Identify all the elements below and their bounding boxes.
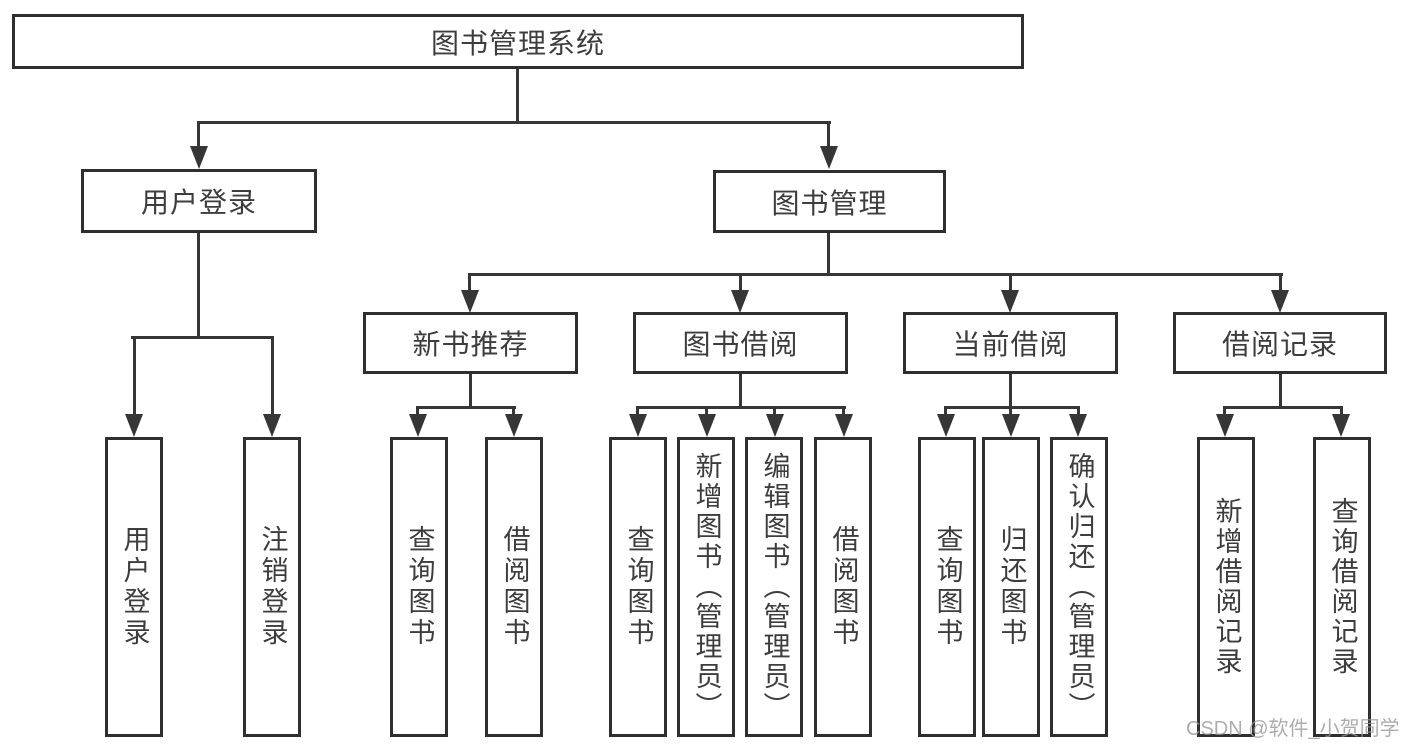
node-new-book-recommend: 新书推荐 xyxy=(363,312,578,374)
leaf-label: 编辑图书（管理员） xyxy=(759,452,790,722)
arrowhead-down xyxy=(629,414,647,437)
connector-line xyxy=(1279,273,1282,293)
leaf-label: 确认归还（管理员） xyxy=(1064,452,1095,722)
csdn-watermark: CSDN @软件_小贺同学 xyxy=(1186,718,1400,740)
leaf-confirm-return-admin: 确认归还（管理员） xyxy=(1050,437,1108,737)
connector-line xyxy=(739,374,742,409)
node-label: 图书管理系统 xyxy=(430,27,605,59)
node-user-login: 用户登录 xyxy=(81,169,317,233)
node-label: 图书管理 xyxy=(771,187,888,219)
connector-line xyxy=(197,232,200,339)
node-label: 图书借阅 xyxy=(682,329,799,360)
arrowhead-down xyxy=(1216,414,1234,437)
connector-line xyxy=(739,273,742,293)
connector-line xyxy=(1009,374,1012,409)
connector-line xyxy=(705,406,708,418)
connector-line xyxy=(827,233,830,276)
arrowhead-down xyxy=(1002,414,1020,437)
leaf-add-book-admin: 新增图书（管理员） xyxy=(677,437,735,737)
connector-line xyxy=(516,68,519,124)
connector-line xyxy=(271,336,274,418)
connector-line xyxy=(512,406,515,418)
leaf-query-borrow-record: 查询借阅记录 xyxy=(1313,437,1371,737)
connector-line xyxy=(945,406,1080,409)
connector-line xyxy=(133,336,136,418)
node-label: 借阅记录 xyxy=(1221,329,1338,360)
leaf-logout: 注销登录 xyxy=(243,437,301,737)
leaf-label: 归还图书 xyxy=(996,525,1027,649)
leaf-label: 用户登录 xyxy=(119,525,150,649)
arrowhead-down xyxy=(1069,414,1087,437)
connector-line xyxy=(1340,406,1343,418)
node-root-library-system: 图书管理系统 xyxy=(12,14,1024,69)
arrowhead-down xyxy=(766,414,784,437)
node-label: 用户登录 xyxy=(140,187,257,218)
leaf-label: 查询图书 xyxy=(404,525,435,649)
connector-line xyxy=(944,406,947,418)
connector-line xyxy=(197,121,200,150)
connector-line xyxy=(636,406,846,409)
connector-line xyxy=(416,406,419,418)
arrowhead-down xyxy=(731,290,749,313)
leaf-return-books: 归还图书 xyxy=(982,437,1040,737)
node-book-borrow: 图书借阅 xyxy=(633,312,848,374)
arrowhead-down xyxy=(190,146,208,169)
node-current-borrow: 当前借阅 xyxy=(903,312,1118,374)
leaf-borrow-books-recommend: 借阅图书 xyxy=(485,437,543,737)
connector-line xyxy=(636,406,639,418)
node-label: 当前借阅 xyxy=(952,329,1069,360)
node-label: 新书推荐 xyxy=(412,329,529,360)
arrowhead-down xyxy=(409,414,427,437)
connector-line xyxy=(469,374,472,409)
connector-line xyxy=(131,336,274,339)
arrowhead-down xyxy=(1332,414,1350,437)
connector-line xyxy=(197,121,831,124)
connector-line xyxy=(1009,273,1012,293)
leaf-label: 借阅图书 xyxy=(499,525,530,649)
arrowhead-down xyxy=(263,414,281,437)
connector-line xyxy=(842,406,845,418)
leaf-query-books-recommend: 查询图书 xyxy=(390,437,448,737)
connector-line xyxy=(468,273,471,293)
leaf-query-books-borrow: 查询图书 xyxy=(609,437,667,737)
arrowhead-down xyxy=(125,414,143,437)
leaf-label: 查询图书 xyxy=(932,525,963,649)
connector-line xyxy=(1223,406,1226,418)
leaf-add-borrow-record: 新增借阅记录 xyxy=(1197,437,1255,737)
arrowhead-down xyxy=(698,414,716,437)
connector-line xyxy=(1279,374,1282,409)
leaf-edit-book-admin: 编辑图书（管理员） xyxy=(745,437,803,737)
arrowhead-down xyxy=(505,414,523,437)
leaf-query-books-current: 查询图书 xyxy=(918,437,976,737)
leaf-user-login: 用户登录 xyxy=(105,437,163,737)
connector-line xyxy=(417,406,516,409)
connector-line xyxy=(1009,406,1012,418)
connector-line xyxy=(773,406,776,418)
arrowhead-down xyxy=(461,290,479,313)
connector-line xyxy=(1077,406,1080,418)
leaf-label: 注销登录 xyxy=(257,525,288,649)
leaf-label: 新增借阅记录 xyxy=(1211,497,1242,677)
leaf-label: 查询图书 xyxy=(623,525,654,649)
arrowhead-down xyxy=(1271,290,1289,313)
leaf-borrow-books-borrow: 借阅图书 xyxy=(814,437,872,737)
node-book-management: 图书管理 xyxy=(713,170,946,233)
leaf-label: 新增图书（管理员） xyxy=(691,452,722,722)
arrowhead-down xyxy=(1001,290,1019,313)
arrowhead-down xyxy=(820,146,838,169)
connector-line xyxy=(827,121,830,150)
connector-line xyxy=(469,273,1283,276)
leaf-label: 查询借阅记录 xyxy=(1327,497,1358,677)
arrowhead-down xyxy=(937,414,955,437)
node-borrow-records: 借阅记录 xyxy=(1173,312,1387,374)
arrowhead-down xyxy=(835,414,853,437)
leaf-label: 借阅图书 xyxy=(828,525,859,649)
connector-line xyxy=(1223,406,1343,409)
